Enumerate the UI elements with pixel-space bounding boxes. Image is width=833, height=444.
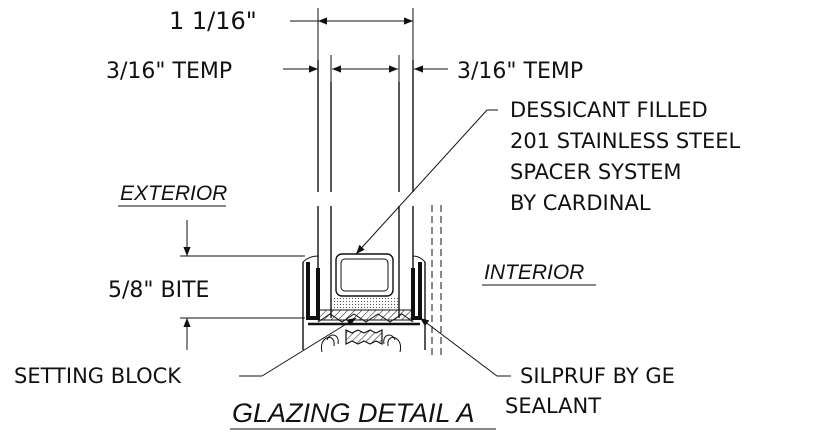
interior-label: INTERIOR [484,261,584,284]
spacer-note: DESSICANT FILLED 201 STAINLESS STEEL SPA… [355,98,741,255]
glass-panes [317,60,414,318]
sealant-note-line-1: SILPRUF BY GE [520,364,675,388]
detail-title: GLAZING DETAIL A [230,398,496,430]
frame-stop [302,205,442,355]
sealant-note: SILPRUF BY GE SEALANT [419,317,675,418]
title-text: GLAZING DETAIL A [232,398,475,428]
temp-left-label: 3/16" TEMP [106,59,232,84]
spacer-note-line-4: BY CARDINAL [510,191,651,215]
overall-width-dimension: 1 1/16" [169,7,414,60]
bite-label: 5/8" BITE [108,278,209,303]
spacer-note-line-1: DESSICANT FILLED [510,98,708,122]
exterior-label: EXTERIOR [120,182,227,205]
setting-block [320,329,402,353]
overall-width-label: 1 1/16" [169,7,257,35]
glass-thickness-dimension: 3/16" TEMP 3/16" TEMP [106,55,583,84]
spacer-note-line-3: SPACER SYSTEM [510,160,682,184]
spacer-system [332,253,398,308]
setting-block-note: SETTING BLOCK [14,317,357,388]
sealant [306,262,422,326]
temp-right-label: 3/16" TEMP [457,59,583,84]
spacer-inner [340,258,389,292]
side-labels: EXTERIOR INTERIOR [118,182,596,286]
sealant-note-line-2: SEALANT [505,394,601,418]
spacer-outer [335,253,394,297]
bite-dimension: 5/8" BITE [108,220,305,350]
primary-seal [332,296,398,308]
spacer-note-line-2: 201 STAINLESS STEEL [510,129,741,153]
setting-block-label: SETTING BLOCK [14,364,182,388]
